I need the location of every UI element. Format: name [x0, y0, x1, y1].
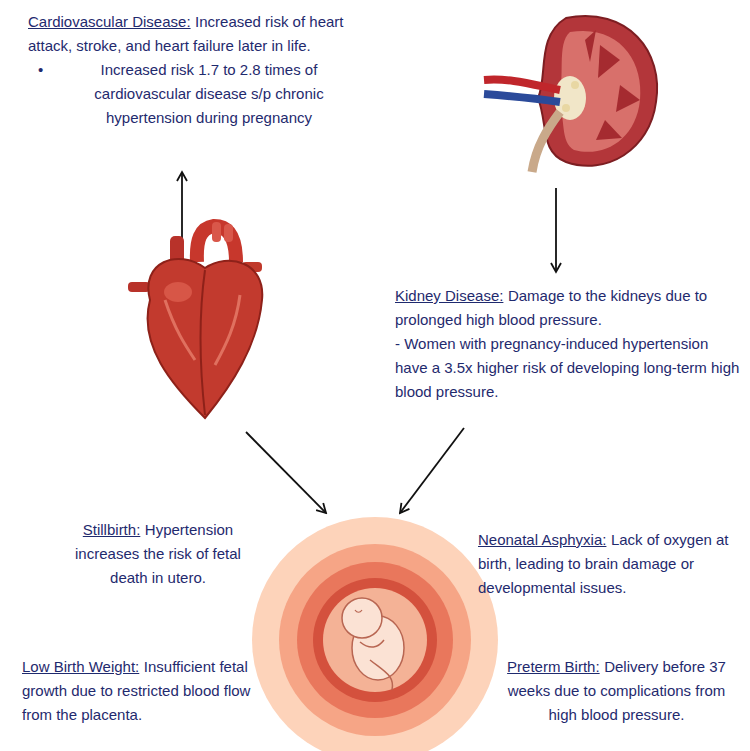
disease-heading: Kidney Disease: — [395, 287, 503, 304]
text-block: Cardiovascular Disease:Increased risk of… — [28, 10, 378, 130]
arrow-line — [555, 188, 557, 272]
disease-heading: Low Birth Weight: — [22, 658, 139, 675]
fetus-illustration — [252, 517, 498, 751]
arrow-line — [400, 428, 464, 513]
text-row: Preterm Birth:Delivery before 37 weeks d… — [494, 655, 739, 727]
text-row: Cardiovascular Disease:Increased risk of… — [28, 10, 378, 58]
arrow-line — [181, 172, 183, 240]
text-block: Kidney Disease:Damage to the kidneys due… — [395, 284, 740, 404]
disease-heading: Cardiovascular Disease: — [28, 13, 191, 30]
text-row: Low Birth Weight:Insufficient fetal grow… — [22, 655, 262, 727]
heart-illustration — [128, 222, 262, 418]
text-block: Neonatal Asphyxia:Lack of oxygen at birt… — [478, 528, 740, 600]
disease-heading: Stillbirth: — [83, 521, 141, 538]
bullet-row: •Increased risk 1.7 to 2.8 times of card… — [28, 58, 378, 130]
text-row: Neonatal Asphyxia:Lack of oxygen at birt… — [478, 528, 740, 600]
bullet-mark: • — [28, 58, 58, 130]
arrow-line — [246, 432, 326, 513]
disease-heading: Preterm Birth: — [507, 658, 600, 675]
text-block: Preterm Birth:Delivery before 37 weeks d… — [494, 655, 739, 727]
description-text: - Women with pregnancy-induced hypertens… — [395, 335, 739, 400]
kidney-illustration — [484, 16, 657, 172]
text-block: Low Birth Weight:Insufficient fetal grow… — [22, 655, 262, 727]
text-row: Stillbirth:Hypertension increases the ri… — [58, 518, 258, 590]
text-row: Kidney Disease:Damage to the kidneys due… — [395, 284, 740, 332]
text-block: Stillbirth:Hypertension increases the ri… — [58, 518, 258, 590]
bullet-text: Increased risk 1.7 to 2.8 times of cardi… — [58, 58, 378, 130]
text-row: - Women with pregnancy-induced hypertens… — [395, 332, 740, 404]
disease-heading: Neonatal Asphyxia: — [478, 531, 606, 548]
